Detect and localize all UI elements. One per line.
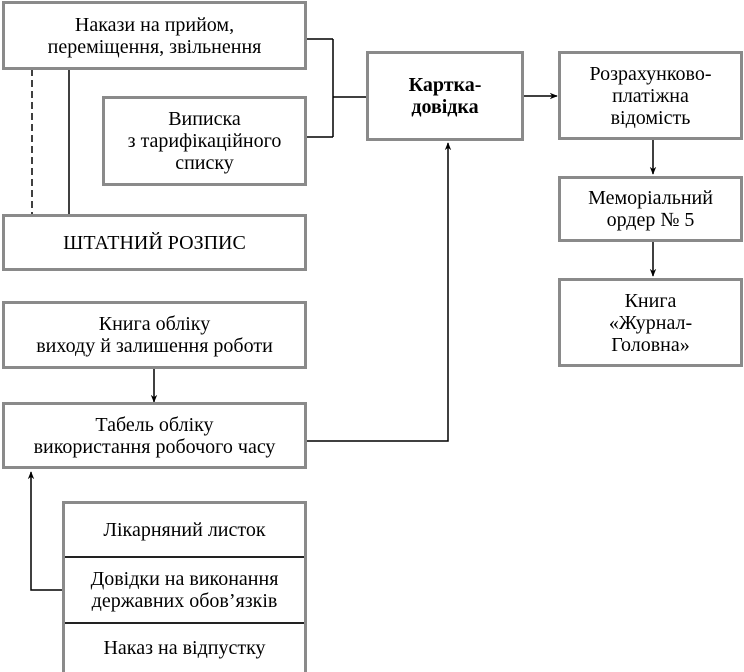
arrow-timesheet-card xyxy=(306,142,452,442)
attendance-book-label: Книга обліку виходу й залишення роботи xyxy=(36,313,273,357)
document-vacation-order: Наказ на відпустку xyxy=(65,622,304,672)
box-timesheet: Табель обліку використання робочого часу xyxy=(2,402,307,469)
card-label: Картка- довідка xyxy=(408,74,482,118)
payroll-label: Розрахунково- платіжна відомість xyxy=(589,62,712,129)
arrow-documents-timesheet xyxy=(27,471,63,591)
document-label: Наказ на відпустку xyxy=(103,637,266,659)
box-reference-card: Картка- довідка xyxy=(366,51,524,141)
box-journal: Книга «Журнал- Головна» xyxy=(558,278,743,367)
document-state-duties: Довідки на виконання державних обов’язкі… xyxy=(65,556,304,622)
extract-label: Виписка з тарифікаційного списку xyxy=(127,108,282,174)
document-label: Лікарняний листок xyxy=(103,519,266,541)
box-staffing: ШТАТНИЙ РОЗПИС xyxy=(2,214,307,271)
box-attendance-book: Книга обліку виходу й залишення роботи xyxy=(2,301,307,369)
box-memorial-order: Меморіальний ордер № 5 xyxy=(558,176,743,242)
orders-label: Накази на прийом, переміщення, звільненн… xyxy=(47,13,262,58)
box-payroll: Розрахунково- платіжна відомість xyxy=(558,51,743,140)
document-sick-leave: Лікарняний листок xyxy=(65,504,304,556)
box-tariff-extract: Виписка з тарифікаційного списку xyxy=(102,96,307,186)
memorial-label: Меморіальний ордер № 5 xyxy=(588,187,713,231)
timesheet-label: Табель обліку використання робочого часу xyxy=(33,413,276,458)
journal-label: Книга «Журнал- Головна» xyxy=(608,289,693,356)
documents-stack: Лікарняний листок Довідки на виконання д… xyxy=(62,501,307,672)
staffing-label: ШТАТНИЙ РОЗПИС xyxy=(63,231,246,254)
document-label: Довідки на виконання державних обов’язкі… xyxy=(90,568,279,612)
box-orders: Накази на прийом, переміщення, звільненн… xyxy=(2,1,307,70)
